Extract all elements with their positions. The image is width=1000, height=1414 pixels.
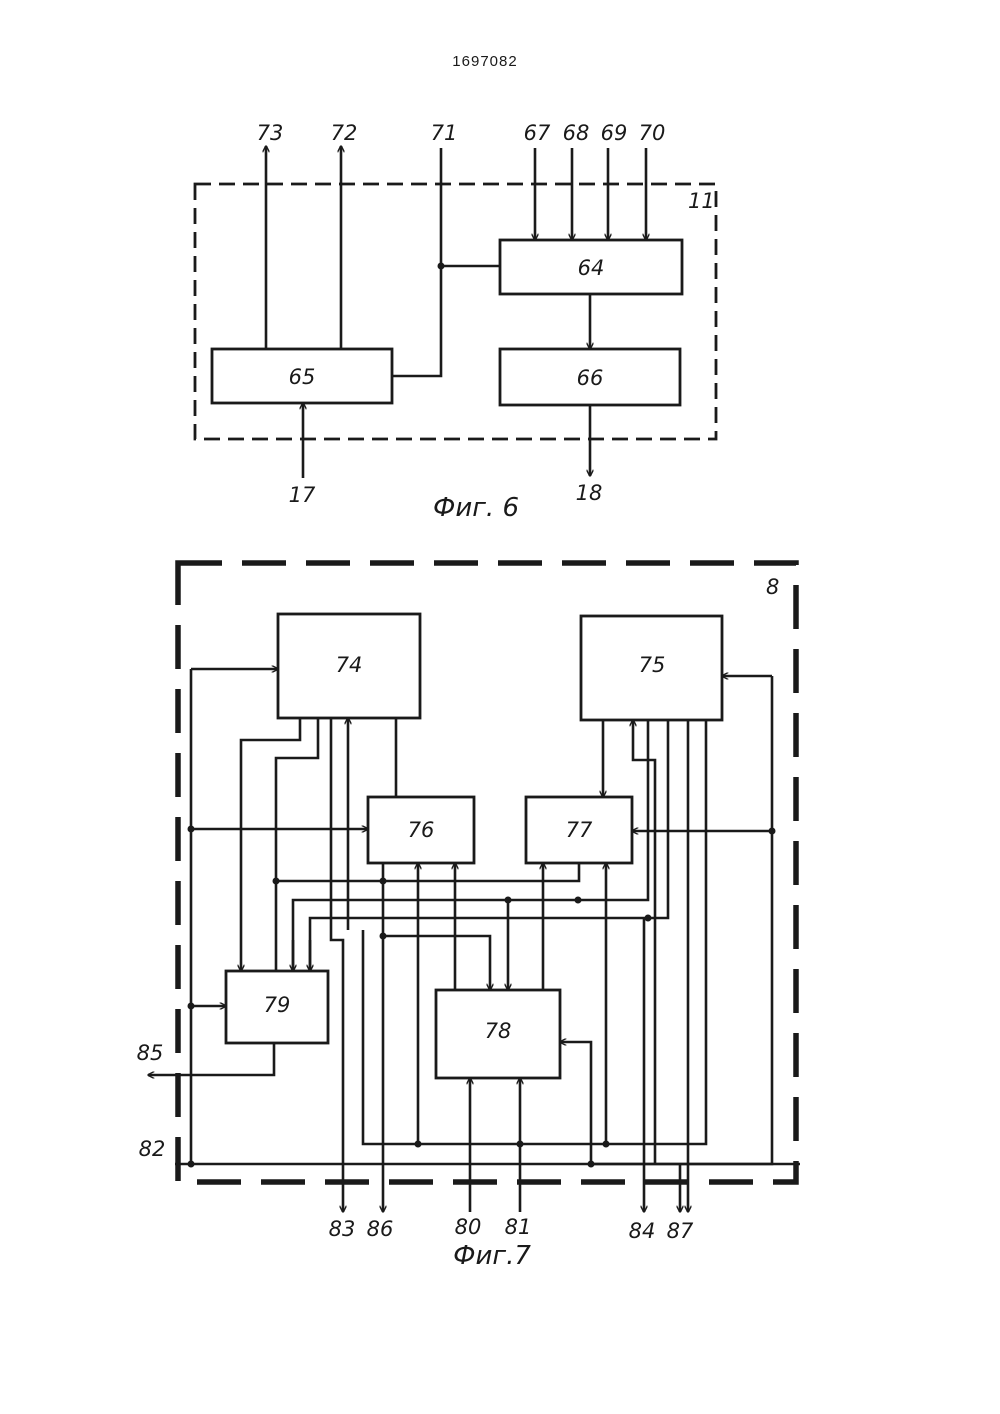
terminal-73: 73 [257,121,284,145]
block-76-label: 76 [408,818,435,842]
block-65-label: 65 [289,365,316,389]
terminal-80: 80 [455,1215,482,1239]
terminal-83: 83 [329,1217,356,1241]
terminal-70: 70 [639,121,666,145]
junction-dot [769,828,776,835]
figure-7: 8 74 75 76 77 78 79 [137,563,800,1271]
line-74-to-83 [331,718,343,1212]
block-75: 75 [581,616,722,720]
block-74-label: 74 [336,653,363,677]
block-66-label: 66 [577,366,604,390]
block-79: 79 [226,971,328,1043]
terminal-84: 84 [629,1219,656,1243]
terminal-68: 68 [563,121,590,145]
block-65: 65 [212,349,392,403]
line-bus-881 [276,863,579,881]
junction-dot [645,915,652,922]
terminal-71: 71 [431,121,458,145]
block-66: 66 [500,349,680,405]
frame-8-label: 8 [766,575,779,599]
junction-dot [273,878,280,885]
terminal-85: 85 [137,1041,164,1065]
patent-number: 1697082 [452,53,517,70]
line-to-78-left [383,936,490,990]
figure-6-caption: Фиг. 6 [433,493,519,523]
terminal-67: 67 [524,121,551,145]
terminal-86: 86 [367,1217,394,1241]
line-74-to-79-b [276,718,318,971]
block-64-label: 64 [578,256,605,280]
terminal-82: 82 [139,1137,166,1161]
junction-dot [188,1003,195,1010]
junction-dot [575,897,582,904]
terminal-87: 87 [667,1219,694,1243]
arrow-79-to-85 [148,1043,274,1075]
block-77: 77 [526,797,632,863]
terminal-72: 72 [331,121,358,145]
figure-6: 11 64 65 66 73 72 71 67 68 69 [195,121,716,523]
line-into-78-right [560,1042,591,1164]
block-79-label: 79 [264,993,291,1017]
block-77-label: 77 [566,818,593,842]
block-75-label: 75 [639,653,666,677]
line-74-to-79-a [241,718,300,971]
block-64: 64 [500,240,682,294]
line-65-71-64 [392,148,441,376]
junction-dot [188,826,195,833]
terminal-81: 81 [505,1215,532,1239]
frame-11-label: 11 [688,189,715,213]
junction-dot [188,1161,195,1168]
terminal-17: 17 [289,483,316,507]
line-right-vertical-bus [591,676,772,1164]
junction-dot [438,263,445,270]
terminal-69: 69 [601,121,628,145]
block-78-label: 78 [485,1019,512,1043]
block-76: 76 [368,797,474,863]
junction-dot [415,1141,422,1148]
terminal-18: 18 [576,481,603,505]
block-74: 74 [278,614,420,718]
block-78: 78 [436,990,560,1078]
figure-7-caption: Фиг.7 [453,1241,531,1271]
